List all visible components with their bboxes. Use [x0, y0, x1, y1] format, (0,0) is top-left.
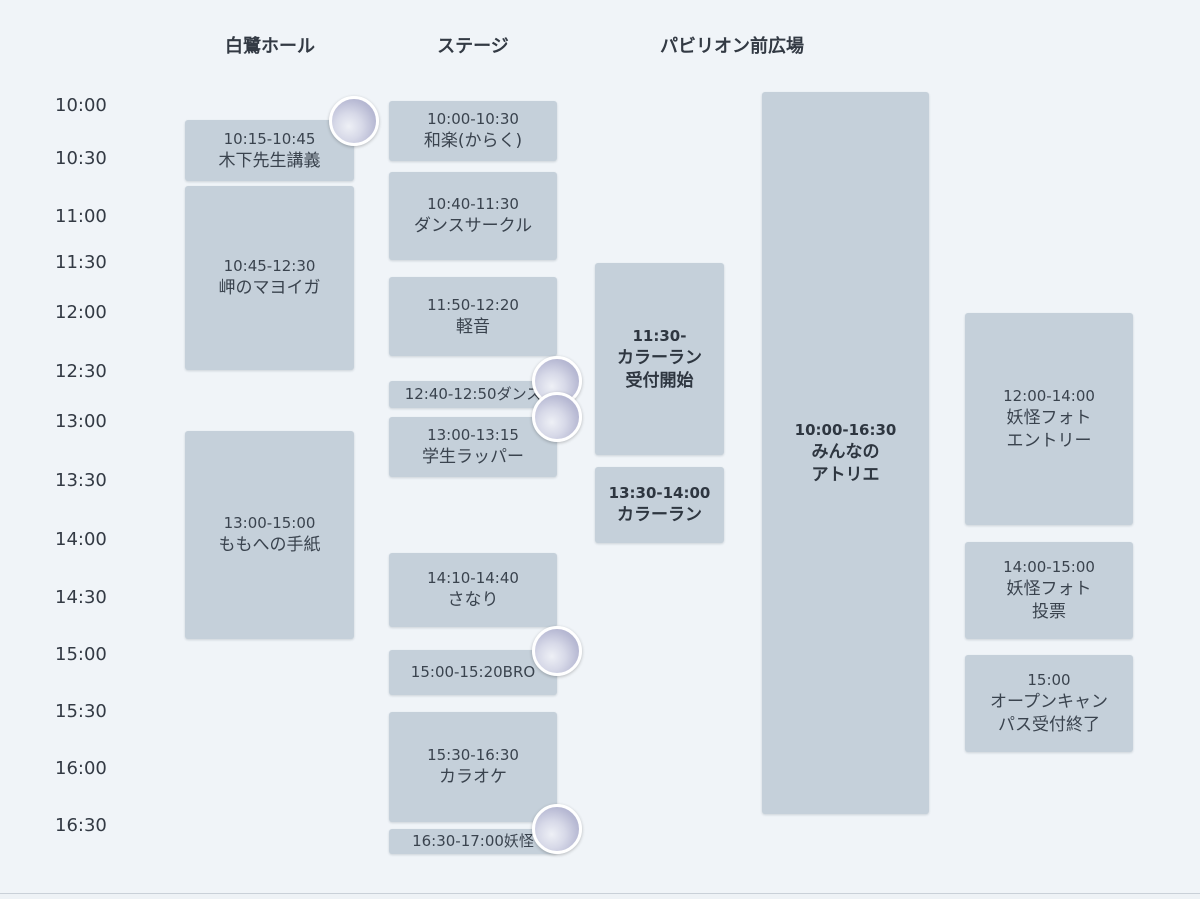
- event-time: 13:00-15:00: [223, 514, 316, 532]
- avatar[interactable]: [532, 626, 582, 676]
- column-header-hakuran-hall: 白鷺ホール: [225, 36, 315, 57]
- event-title: 岬のマヨイガ: [218, 278, 321, 298]
- time-label: 10:00: [55, 95, 107, 116]
- event-time: 12:40-12:50ダンス: [404, 385, 542, 403]
- time-label: 15:00: [55, 644, 107, 665]
- event-card-yokai-stage[interactable]: 16:30-17:00妖怪: [389, 829, 557, 854]
- event-title: ダンスサークル: [413, 216, 533, 236]
- time-label: 11:30: [55, 252, 107, 273]
- event-card-yokai-photo-vote[interactable]: 14:00-15:00 妖怪フォト 投票: [965, 542, 1133, 639]
- event-time: 15:00-15:20BRO: [410, 663, 536, 681]
- event-time: 11:50-12:20: [427, 295, 519, 314]
- event-card-sanari[interactable]: 14:10-14:40 さなり: [389, 553, 557, 627]
- avatar[interactable]: [532, 804, 582, 854]
- event-time: 11:30-: [632, 326, 687, 345]
- event-card-open-campus-close[interactable]: 15:00 オープンキャン パス受付終了: [965, 655, 1133, 752]
- event-card-color-run[interactable]: 13:30-14:00 カラーラン: [595, 467, 724, 543]
- event-card-bro[interactable]: 15:00-15:20BRO: [389, 650, 557, 695]
- time-label: 15:30: [55, 701, 107, 722]
- event-title: 木下先生講義: [218, 150, 321, 171]
- event-title: カラーラン: [617, 505, 702, 525]
- event-title: 学生ラッパー: [422, 447, 524, 467]
- event-title: 妖怪フォト 投票: [1006, 579, 1092, 622]
- event-card-minna-atelier[interactable]: 10:00-16:30 みんなの アトリエ: [762, 92, 929, 814]
- event-time: 15:00: [1027, 671, 1071, 689]
- event-title: オープンキャン パス受付終了: [990, 692, 1108, 735]
- column-header-stage: ステージ: [437, 36, 509, 57]
- event-card-keion[interactable]: 11:50-12:20 軽音: [389, 277, 557, 356]
- event-time: 14:00-15:00: [1003, 558, 1095, 576]
- event-card-yokai-photo-entry[interactable]: 12:00-14:00 妖怪フォト エントリー: [965, 313, 1133, 525]
- event-time: 10:15-10:45: [223, 129, 316, 148]
- time-label: 13:00: [55, 411, 107, 432]
- event-time: 16:30-17:00妖怪: [412, 832, 534, 850]
- event-time: 14:10-14:40: [427, 569, 519, 587]
- avatar[interactable]: [329, 96, 379, 146]
- event-time: 12:00-14:00: [1003, 386, 1095, 405]
- event-title: さなり: [447, 590, 499, 610]
- event-card-color-run-reception[interactable]: 11:30- カラーラン 受付開始: [595, 263, 724, 455]
- event-card-dance-short[interactable]: 12:40-12:50ダンス: [389, 381, 557, 408]
- event-card-student-rapper[interactable]: 13:00-13:15 学生ラッパー: [389, 417, 557, 477]
- column-header-pavilion-plaza: パビリオン前広場: [660, 36, 804, 57]
- time-label: 10:30: [55, 148, 107, 169]
- time-label: 12:30: [55, 361, 107, 382]
- event-time: 10:45-12:30: [223, 257, 316, 275]
- event-time: 10:00-10:30: [427, 110, 519, 128]
- event-time: 13:30-14:00: [608, 484, 711, 502]
- event-card-kinoshita-lecture[interactable]: 10:15-10:45 木下先生講義: [185, 120, 354, 181]
- event-title: カラオケ: [439, 767, 507, 787]
- time-label: 16:30: [55, 815, 107, 836]
- event-card-misaki-mayoiga[interactable]: 10:45-12:30 岬のマヨイガ: [185, 186, 354, 370]
- event-time: 10:40-11:30: [427, 195, 519, 213]
- time-label: 12:00: [55, 302, 107, 323]
- time-label: 13:30: [55, 470, 107, 491]
- event-time: 10:00-16:30: [794, 420, 897, 439]
- time-label: 11:00: [55, 206, 107, 227]
- event-card-dance-circle[interactable]: 10:40-11:30 ダンスサークル: [389, 172, 557, 260]
- time-label: 16:00: [55, 758, 107, 779]
- event-time: 13:00-13:15: [427, 426, 519, 444]
- event-card-karaku[interactable]: 10:00-10:30 和楽(からく): [389, 101, 557, 161]
- event-title: ももへの手紙: [218, 535, 321, 555]
- event-card-momo-letter[interactable]: 13:00-15:00 ももへの手紙: [185, 431, 354, 639]
- event-title: みんなの アトリエ: [811, 441, 880, 485]
- event-time: 15:30-16:30: [427, 746, 519, 764]
- time-label: 14:30: [55, 587, 107, 608]
- time-label: 14:00: [55, 529, 107, 550]
- event-title: 軽音: [456, 316, 490, 337]
- event-title: カラーラン 受付開始: [617, 347, 702, 391]
- avatar[interactable]: [532, 392, 582, 442]
- event-card-karaoke[interactable]: 15:30-16:30 カラオケ: [389, 712, 557, 822]
- event-title: 和楽(からく): [423, 131, 523, 151]
- event-title: 妖怪フォト エントリー: [1006, 407, 1092, 451]
